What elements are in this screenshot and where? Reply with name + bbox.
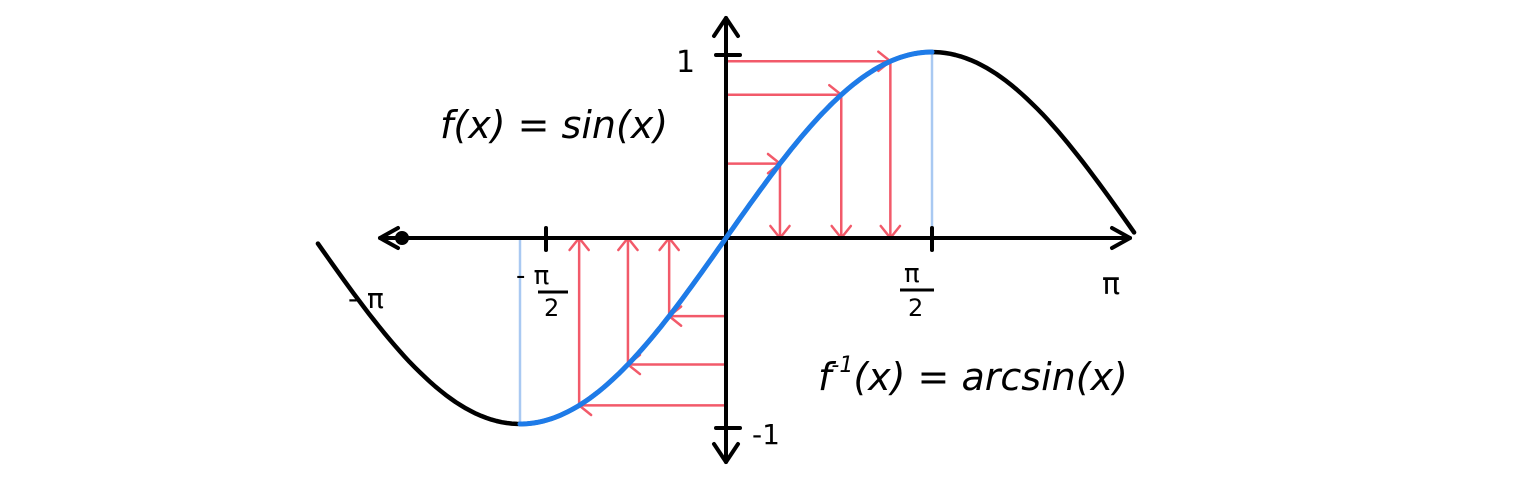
x-axis-left-arrowhead (378, 226, 400, 250)
restricted-sine-curve (517, 49, 935, 427)
x-label-neg-half-pi: - π 2 (516, 261, 568, 322)
neg-half-pi-denominator: 2 (544, 294, 559, 322)
neg-half-pi-numerator: - π (516, 261, 549, 291)
f-label: f(x) = sin(x) (440, 103, 668, 147)
f-inverse-label: f-1(x) = arcsin(x) (818, 353, 1128, 399)
f-inverse-rest: (x) = arcsin(x) (853, 355, 1128, 399)
x-label-neg-pi: - π (348, 282, 384, 315)
half-pi-numerator: π (904, 259, 920, 289)
x-label-half-pi: π 2 (900, 259, 934, 322)
y-label-1: 1 (676, 45, 695, 80)
x-label-pi: π (1102, 267, 1120, 302)
guide-lines (518, 52, 934, 424)
half-pi-denominator: 2 (908, 294, 923, 322)
x-axis-right-arrowhead (1110, 226, 1132, 250)
x-origin-dot-neg-pi (395, 231, 409, 245)
f-inverse-exponent: -1 (831, 353, 853, 378)
y-axis-top-arrowhead (712, 16, 740, 38)
y-label-neg1: -1 (752, 418, 780, 451)
y-axis-bottom-arrowhead (712, 442, 740, 464)
